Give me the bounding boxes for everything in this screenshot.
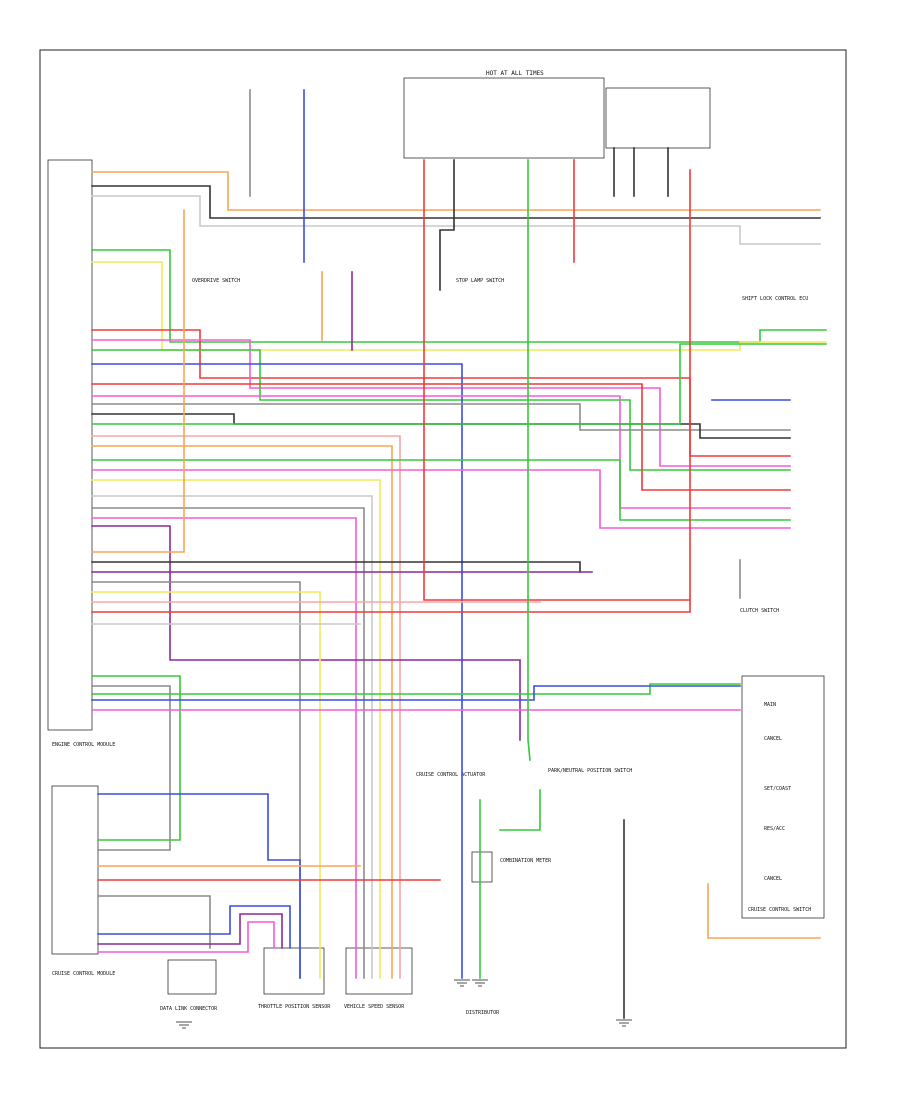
clutch-label: CLUTCH SWITCH [740,608,779,614]
dist-label: DISTRIBUTOR [466,1010,500,1016]
wire-24 [91,561,581,573]
wire-41 [97,913,283,949]
ground-group [176,979,632,1029]
overdrive-label: OVERDRIVE SWITCH [192,278,240,284]
data-link-label: DATA LINK CONNECTOR [160,1006,218,1012]
switch-label-set: SET/COAST [764,786,791,792]
ecm-lower-label: CRUISE CONTROL MODULE [52,971,115,977]
wire-20 [91,507,365,979]
wire-11 [91,403,791,431]
wire-22 [91,525,521,741]
wire-33 [91,683,741,695]
wire-6 [91,339,791,467]
wire-32 [91,685,171,851]
relay-box [605,87,711,149]
switch-label-main: MAIN [764,702,776,708]
wire-19 [91,495,373,979]
speed-sensor-box [345,947,413,995]
wire-36 [97,793,301,979]
wire-4 [91,261,827,351]
ecm-upper-box [47,159,93,731]
wire-10 [91,395,791,509]
wire-0 [91,171,821,211]
ground-symbol-icon [176,1021,192,1029]
ground-symbol-icon [472,979,488,987]
switch-label-cancel: CANCEL [764,736,782,742]
fuse-box-label: HOT AT ALL TIMES [486,70,544,77]
wire-45 [527,159,531,761]
wire-1 [91,185,821,219]
data-link-box [167,959,217,995]
wire-26 [91,581,301,979]
wire-29 [91,169,691,613]
wire-8 [91,363,463,979]
wire-42 [97,921,275,953]
switch-label-res: RES/ACC [764,826,785,832]
ground-symbol-icon [454,979,470,987]
diagram-frame [39,49,847,1049]
wire-27 [91,591,321,979]
wire-3 [91,249,827,343]
wire-21 [91,517,357,979]
ecm-upper-label: ENGINE CONTROL MODULE [52,742,115,748]
shift-lock-label: SHIFT LOCK CONTROL ECU [742,296,808,302]
wire-39 [97,895,211,949]
wire-44 [439,159,455,291]
speed-sensor-label: VEHICLE SPEED SENSOR [344,1004,405,1010]
wire-group [91,89,827,1019]
wire-17 [91,469,791,529]
wire-9 [91,383,791,491]
wire-57 [707,883,821,939]
combo-meter-label: COMBINATION METER [500,858,552,864]
wire-7 [91,349,791,471]
wire-2 [91,195,821,245]
wire-14 [91,435,401,979]
wire-5 [91,329,791,457]
wire-12 [91,413,791,439]
throttle-sensor-label: THROTTLE POSITION SENSOR [258,1004,331,1010]
wire-18 [91,479,381,979]
switch-label-cancel-2: CANCEL [764,876,782,882]
wire-31 [91,675,181,841]
wire-40 [97,905,291,949]
throttle-sensor-box [263,947,325,995]
wire-34 [91,685,741,701]
cruise-switch-box [741,675,825,919]
cruise-switch-label: CRUISE CONTROL SWITCH [748,907,811,913]
combo-meter-box [471,851,493,883]
wire-23 [91,209,185,553]
wire-13 [91,343,827,425]
stop-lamp-label: STOP LAMP SWITCH [456,278,504,284]
wire-16 [91,459,791,521]
wire-55 [499,789,541,831]
ecm-lower-box [51,785,99,955]
actuator-label: CRUISE CONTROL ACTUATOR [416,772,486,778]
ground-symbol-icon [616,1019,632,1027]
wire-43 [423,159,691,601]
fuse-box [403,77,605,159]
park-neutral-label: PARK/NEUTRAL POSITION SWITCH [548,768,632,774]
wire-15 [91,445,393,979]
